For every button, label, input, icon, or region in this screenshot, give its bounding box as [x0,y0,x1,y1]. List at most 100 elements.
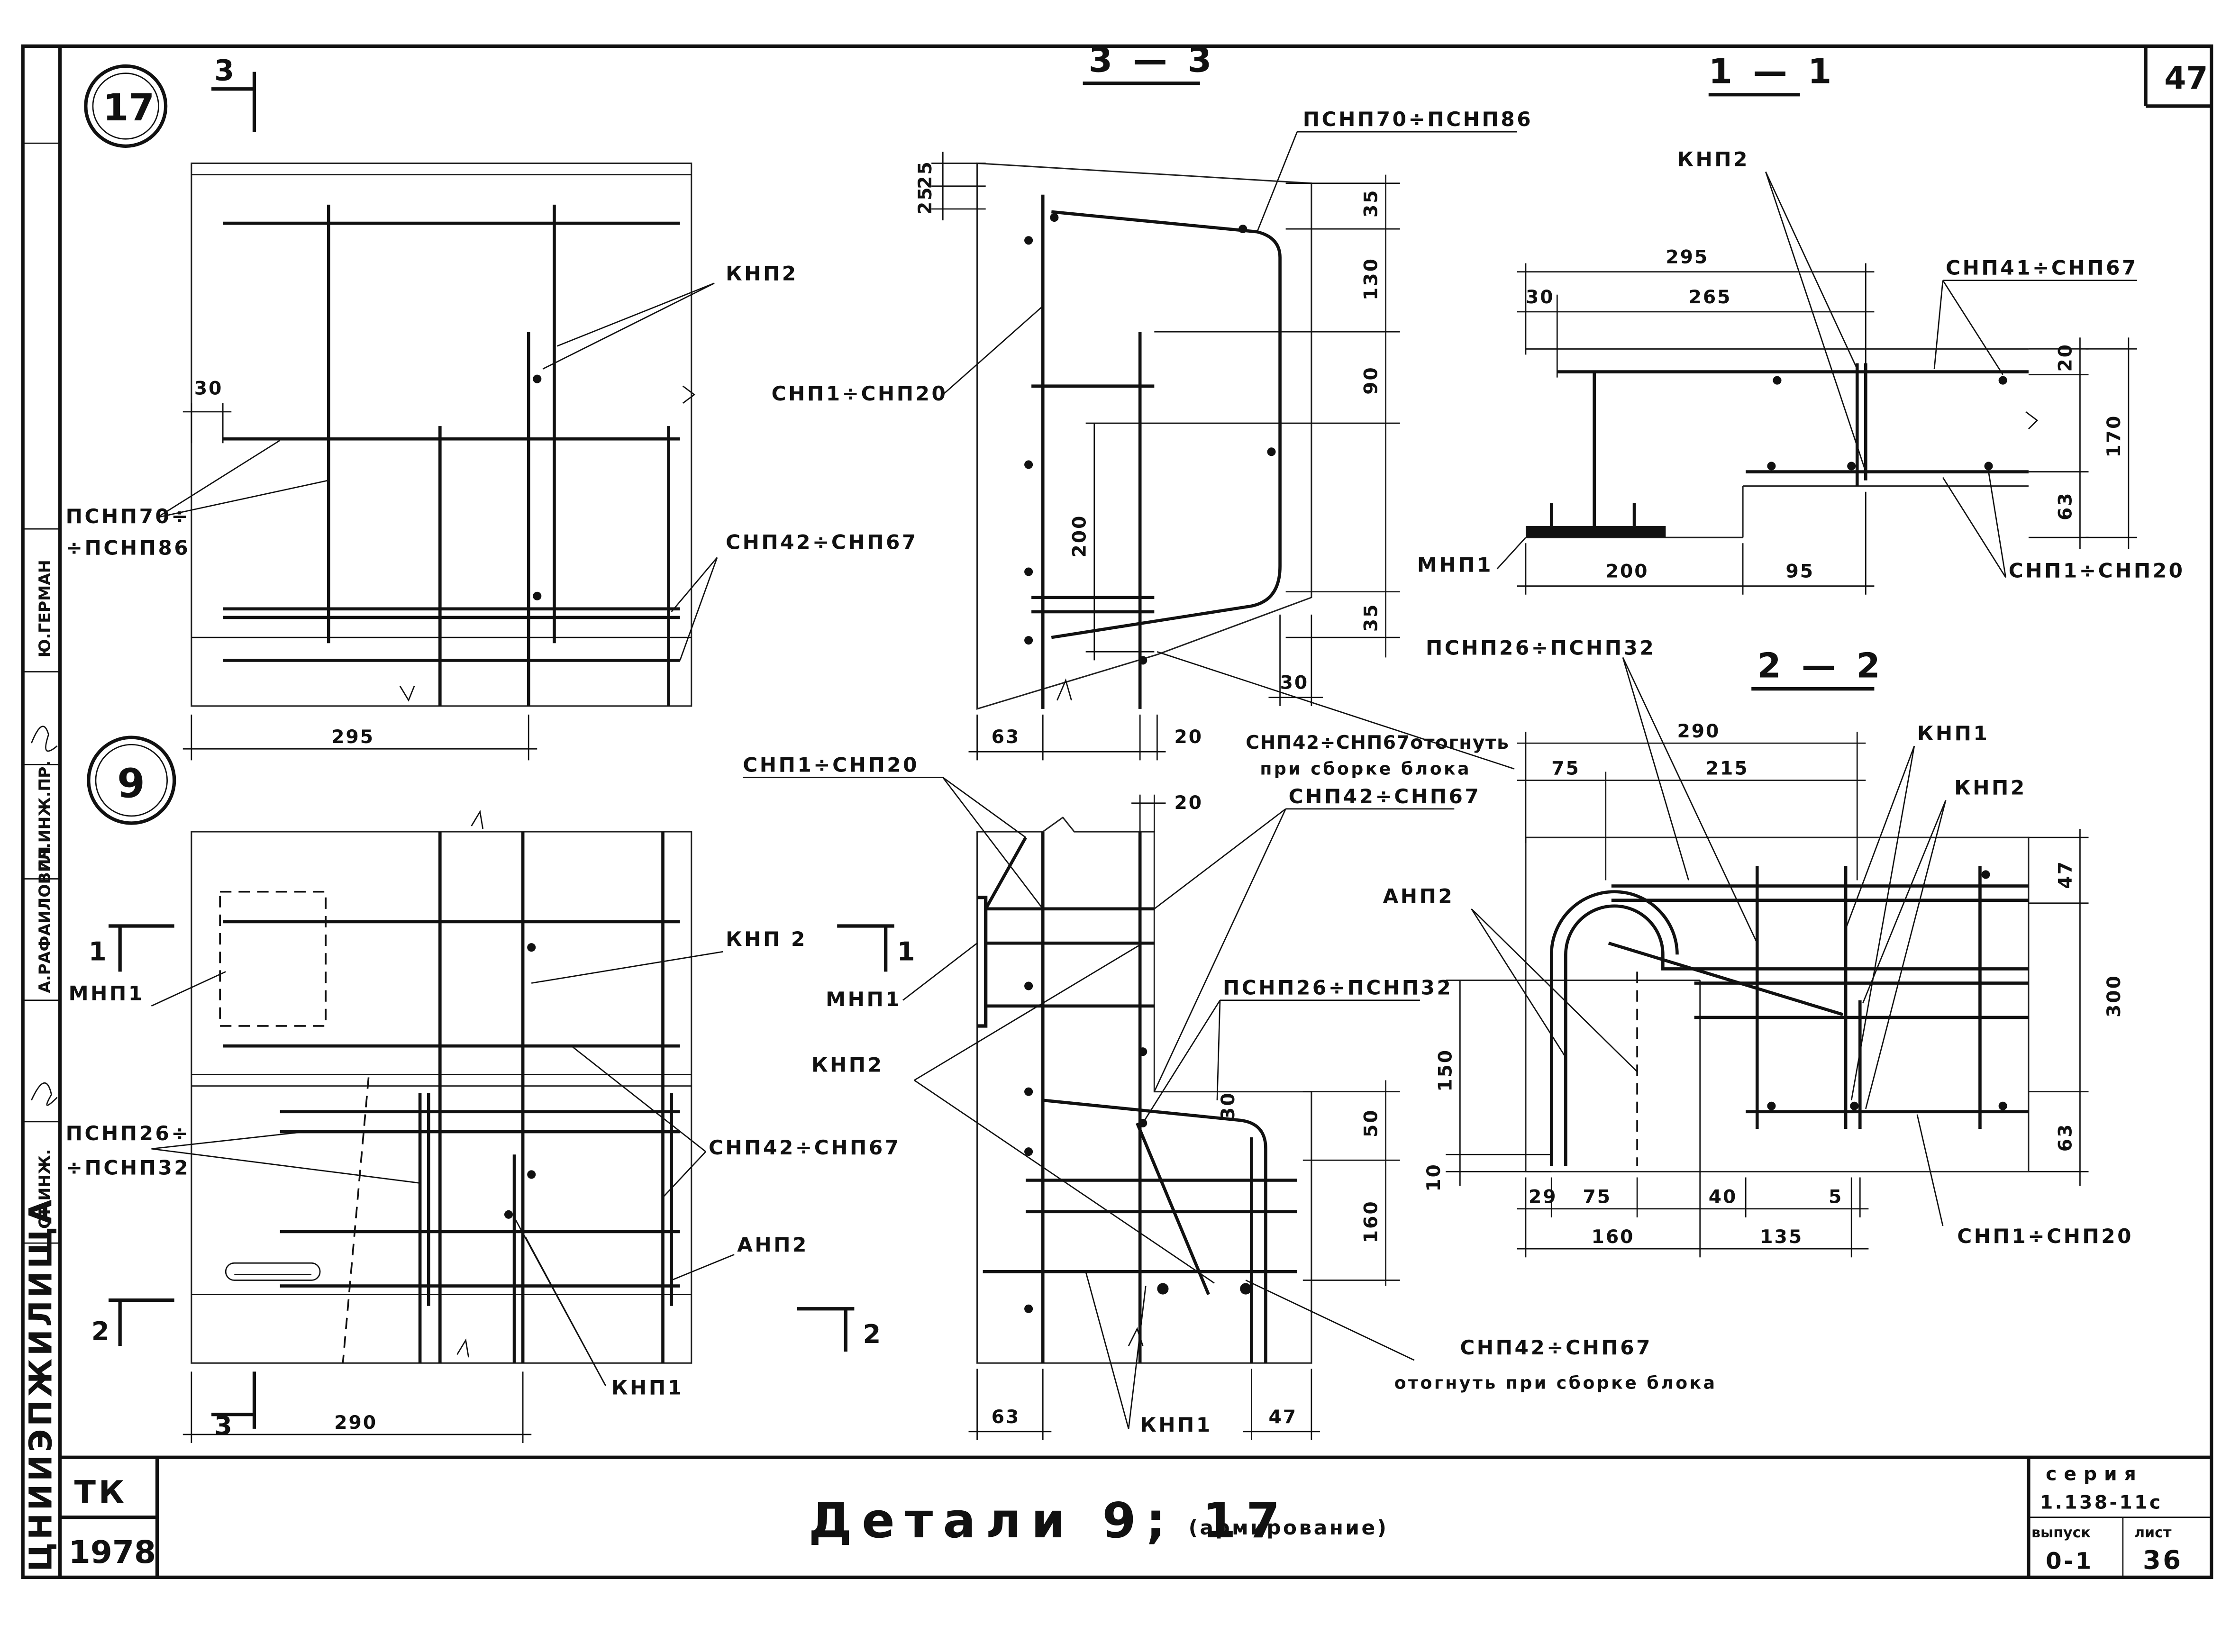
detail-9-label-kn2: КНП 2 [726,927,807,951]
detail-17-number: 17 [103,86,155,129]
section-3-3-dim-35a: 35 [1361,189,1382,218]
section-1-1-label-kn2: КНП2 [1677,148,1749,171]
section-2-2-label-pcsn: ПСНП26÷ПСНП32 [1426,636,1656,659]
side-section-label-snp42-bottom-b: отогнуть при сборке блока [1394,1373,1717,1393]
detail-17-dim-295: 295 [331,726,374,748]
detail-9-mark-3: 3 [214,1411,232,1441]
section-1-1-view: 1 — 1 295 30 265 [1417,52,2185,595]
side-section-dim-160: 160 [1361,1200,1382,1243]
side-section-label-mnp1: МНП1 [826,988,901,1011]
section-1-1-dim-20: 20 [2055,343,2076,372]
section-2-2-title: 2 — 2 [1757,646,1885,686]
section-3-3-dim-30: 30 [1280,672,1309,694]
section-1-1-dim-295: 295 [1666,246,1709,268]
year: 1978 [69,1534,156,1570]
detail-9-label-anp2: АНП2 [737,1233,809,1256]
section-1-1-dim-63: 63 [2055,491,2076,520]
section-2-2-dim-29: 29 [1529,1187,1557,1208]
section-1-1-label-mnp1: МНП1 [1417,554,1493,577]
section-2-2-label-snp1: СНП1÷СНП20 [1957,1225,2133,1248]
detail-9-dim-290: 290 [334,1412,377,1434]
section-3-3-view: 3 — 3 25 25 35 130 90 35 [772,41,1533,779]
side-section-dim-20: 20 [1175,792,1203,814]
section-3-3-label-pcsn: ПСНП70÷ПСНП86 [1303,108,1533,131]
detail-9-side-section: 20 30 50 160 63 47 СНП1÷СНП20 СНП42÷СНП6… [743,753,1717,1441]
detail-17-label-kn2: КНП2 [726,262,798,285]
detail-9-label-snp: СНП42÷СНП67 [709,1136,901,1159]
section-3-3-label-snp42-a: СНП42÷СНП67отогнуть [1246,732,1509,753]
side-section-label-kn2: КНП2 [811,1053,884,1076]
side-section-label-pcsn: ПСНП26÷ПСНП32 [1223,976,1453,999]
side-section-dim-30: 30 [1218,1091,1239,1120]
detail-9-view: 9 1 2 1 2 3 [66,735,915,1443]
section-3-3-dim-130: 130 [1361,257,1382,300]
section-1-1-dim-200: 200 [1606,561,1649,582]
section-2-2-dim-63: 63 [2055,1123,2076,1152]
section-2-2-dim-40: 40 [1709,1187,1738,1208]
section-2-2-dim-290: 290 [1677,721,1720,742]
list-label: лист [2134,1525,2172,1541]
detail-17-view: 17 3 30 295 КНП2 ПСНП7 [66,54,916,761]
side-section-dim-47: 47 [1268,1407,1297,1428]
detail-17-label-pcsn-a: ПСНП70÷ [66,505,191,528]
section-2-2-label-kn2: КНП2 [1954,776,2027,799]
org-code: ТК [74,1474,127,1511]
detail-9-mark-2-right: 2 [863,1319,881,1349]
drawing-title: Детали 9; 17 [809,1493,1290,1549]
section-1-1-dim-95: 95 [1786,561,1815,582]
list-value: 36 [2143,1545,2183,1575]
person-3: ГЛ.ИНЖ.ПР. [35,761,54,871]
section-3-3-dim-90: 90 [1361,366,1382,395]
section-2-2-label-kn1: КНП1 [1917,722,1990,745]
detail-17-section-mark: 3 [214,54,234,88]
detail-9-label-mnp1: МНП1 [69,982,145,1005]
side-section-label-snp42: СНП42÷СНП67 [1289,785,1481,808]
section-3-3-title: 3 — 3 [1089,41,1216,81]
section-2-2-view: 2 — 2 290 75 215 47 300 [1383,636,2133,1258]
section-2-2-dim-5: 5 [1829,1187,1843,1208]
issue-label: выпуск [2031,1525,2091,1541]
institute-name: ЦНИИЭПЖИЛИЩА [22,1197,59,1571]
section-3-3-dim-20: 20 [1175,726,1203,748]
section-2-2-dim-75: 75 [1551,758,1580,779]
section-2-2-dim-10: 10 [1423,1163,1445,1192]
section-2-2-label-anp2: АНП2 [1383,885,1455,908]
side-section-label-snp42-bottom-a: СНП42÷СНП67 [1460,1336,1652,1359]
side-section-label-snp1: СНП1÷СНП20 [743,753,919,776]
signature-mark [31,726,58,1106]
section-3-3-dim-200: 200 [1069,515,1091,558]
section-2-2-dim-215: 215 [1706,758,1749,779]
side-section-dim-50: 50 [1361,1109,1382,1138]
section-3-3-dim-35b: 35 [1361,603,1382,632]
section-2-2-dim-47: 47 [2055,860,2076,889]
person-2: А.РАФАИЛОВИЧ [35,846,54,993]
detail-9-mark-1: 1 [89,936,107,966]
section-2-2-dim-300: 300 [2103,974,2125,1017]
detail-17-label-pcsn-b: ÷ПСНП86 [66,536,191,559]
section-2-2-dim-160: 160 [1592,1226,1635,1248]
detail-17-dim-30: 30 [194,378,223,399]
section-1-1-label-snp1: СНП1÷СНП20 [2009,559,2185,582]
drawing-title-note: (армирование) [1189,1516,1389,1539]
section-2-2-dim-135: 135 [1760,1226,1803,1248]
detail-9-mark-1-right: 1 [897,936,915,966]
section-3-3-dim-25a: 25 [915,160,936,189]
person-1: Ю.ГЕРМАН [35,560,54,657]
section-2-2-dim-75b: 75 [1583,1187,1612,1208]
series-value: 1.138-11с [2040,1492,2163,1514]
detail-9-mark-2: 2 [91,1316,109,1346]
detail-9-label-kn1: КНП1 [611,1376,684,1399]
section-1-1-label-snp41: СНП41÷СНП67 [1946,256,2138,280]
section-1-1-dim-30: 30 [1526,287,1555,308]
person-4: СТ.ИНЖ. [35,1149,54,1229]
issue-value: 0-1 [2046,1548,2094,1574]
section-3-3-label-snp42-b: при сборке блока [1260,758,1471,779]
section-3-3-dim-63: 63 [992,726,1020,748]
section-3-3-label-snp1: СНП1÷СНП20 [772,382,948,405]
section-1-1-title: 1 — 1 [1709,52,1836,92]
section-1-1-dim-170: 170 [2103,415,2125,458]
sheet-frame [21,44,2213,1579]
side-section-label-kn1: КНП1 [1140,1413,1212,1436]
series-label: серия [2046,1463,2143,1485]
